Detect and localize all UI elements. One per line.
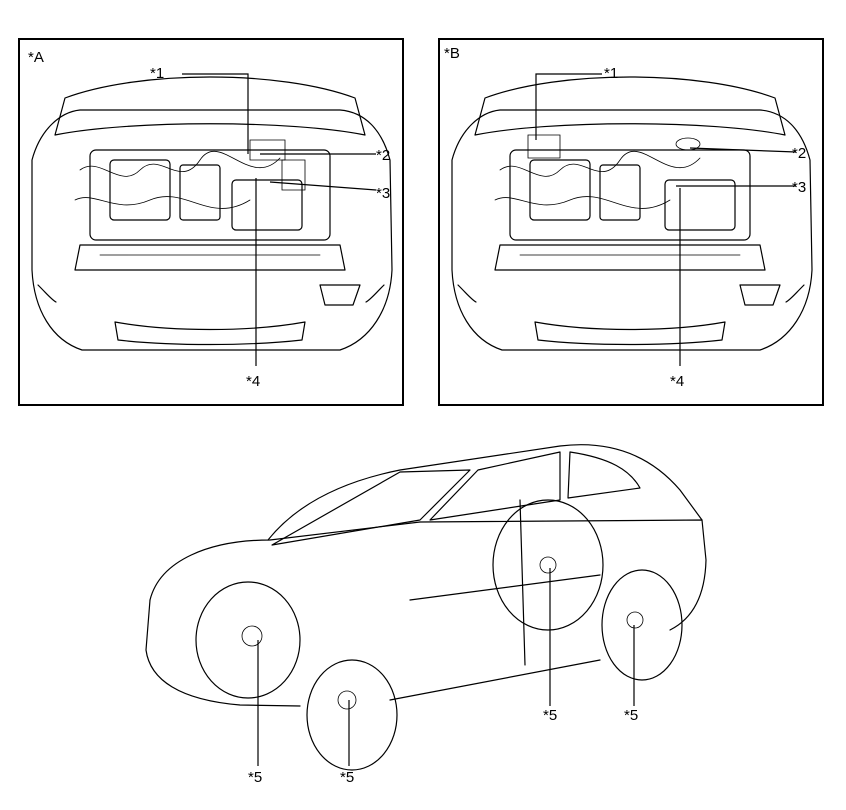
callout-5-front-right: *5 bbox=[340, 769, 355, 786]
callout-5-front-left: *5 bbox=[248, 769, 263, 786]
engine-bay-panel-b: *B *1 *2 *3 *4 bbox=[438, 38, 824, 406]
callout-1: *1 bbox=[604, 65, 619, 82]
callout-3: *3 bbox=[792, 179, 807, 196]
callout-5-rear-right: *5 bbox=[624, 707, 639, 724]
panel-a-label: *A bbox=[28, 49, 44, 66]
callout-2: *2 bbox=[792, 145, 807, 162]
engine-bay-panel-a: *A *1 *2 *3 *4 bbox=[18, 38, 404, 406]
callout-4: *4 bbox=[670, 373, 685, 390]
engine-bay-illustration-b bbox=[451, 73, 813, 366]
callout-5-rear-left: *5 bbox=[543, 707, 558, 724]
callout-1: *1 bbox=[150, 65, 165, 82]
callout-3: *3 bbox=[376, 185, 391, 202]
callout-2: *2 bbox=[376, 147, 391, 164]
panel-b-label: *B bbox=[444, 45, 460, 62]
engine-bay-illustration-a bbox=[31, 73, 393, 366]
callout-4: *4 bbox=[246, 373, 261, 390]
